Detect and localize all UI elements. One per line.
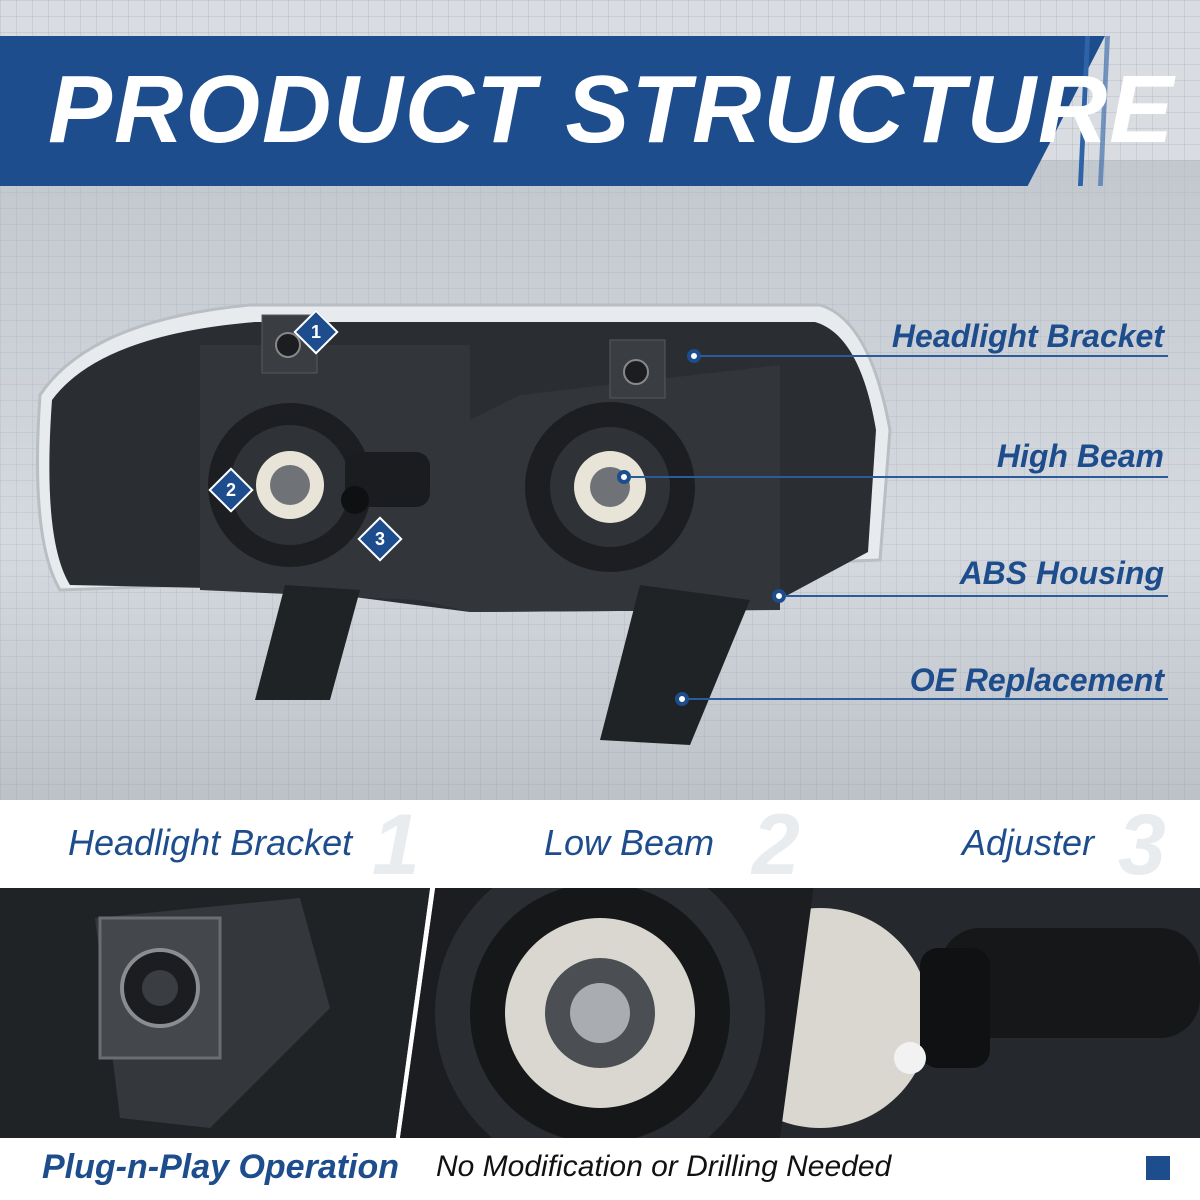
bracket-closeup-image bbox=[0, 888, 430, 1138]
footer-square-icon bbox=[1146, 1156, 1170, 1180]
headlight-illustration bbox=[36, 303, 892, 745]
detail-photo-bracket bbox=[0, 888, 430, 1138]
callout-label-housing: ABS Housing bbox=[959, 555, 1164, 591]
detail-number-3: 3 bbox=[1118, 797, 1166, 893]
callout-line-high-beam bbox=[630, 476, 1168, 478]
badge-number: 2 bbox=[225, 480, 236, 500]
callout-label-bracket: Headlight Bracket bbox=[891, 318, 1164, 354]
low-beam-closeup-image bbox=[400, 888, 840, 1138]
page-title: PRODUCT STRUCTURE bbox=[48, 56, 1176, 163]
adjuster-closeup-image bbox=[780, 888, 1200, 1138]
detail-label-adjuster: Adjuster bbox=[962, 822, 1095, 863]
callout-line-bracket bbox=[700, 355, 1168, 357]
badge-number: 3 bbox=[374, 529, 385, 549]
footer-description: No Modification or Drilling Needed bbox=[436, 1150, 892, 1183]
footer: Plug-n-Play Operation No Modification or… bbox=[0, 1138, 1200, 1200]
callout-label-oe: OE Replacement bbox=[909, 662, 1164, 698]
callout-dot-high-beam bbox=[617, 470, 631, 484]
callout-line-oe bbox=[688, 698, 1168, 700]
detail-number-2: 2 bbox=[752, 797, 800, 893]
badge-number: 1 bbox=[310, 322, 321, 342]
detail-label-bracket: Headlight Bracket bbox=[68, 822, 353, 863]
title-banner bbox=[0, 36, 1105, 186]
callout-dot-housing bbox=[772, 589, 786, 603]
detail-label-low-beam: Low Beam bbox=[544, 822, 715, 863]
callout-dot-bracket bbox=[687, 349, 701, 363]
hero-section: PRODUCT STRUCTURE Headlight Bracket High… bbox=[0, 0, 1200, 800]
detail-photo-low-beam bbox=[400, 888, 840, 1138]
footer-headline: Plug-n-Play Operation bbox=[42, 1148, 400, 1186]
detail-photo-adjuster bbox=[780, 888, 1200, 1138]
detail-number-1: 1 bbox=[372, 797, 420, 893]
detail-labels-row: 1 Headlight Bracket 2 Low Beam 3 Adjuste… bbox=[0, 800, 1200, 888]
callout-label-high-beam: High Beam bbox=[996, 438, 1164, 474]
callout-line-housing bbox=[785, 595, 1168, 597]
callout-dot-oe bbox=[675, 692, 689, 706]
